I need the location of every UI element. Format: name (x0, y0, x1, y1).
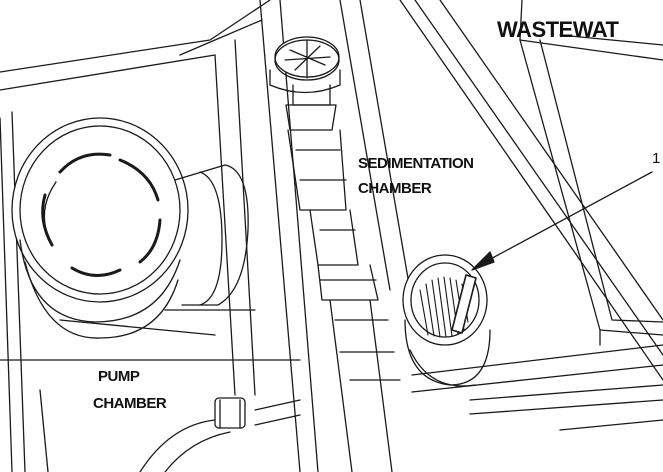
filter-canister (402, 254, 491, 387)
sedimentation-label-line1: SEDIMENTATION (358, 155, 474, 172)
diagram-title: WASTEWAT (497, 17, 619, 42)
callout-number: 1 (652, 150, 660, 167)
pump-label-line2: CHAMBER (93, 394, 167, 412)
callout-leader (471, 171, 653, 271)
float-valve (269, 36, 401, 472)
chamber-divider-wall (259, 0, 411, 472)
pump-head (11, 117, 189, 339)
pipe-clamp (139, 397, 301, 472)
sedimentation-chamber-label: SEDIMENTATION CHAMBER (358, 155, 474, 199)
tank-outer-wall (399, 0, 663, 431)
pump-elbow-pipe (59, 164, 256, 336)
pump-chamber-box (0, 0, 301, 472)
sedimentation-label-line2: CHAMBER (358, 179, 432, 197)
pump-label-line1: PUMP (98, 368, 140, 385)
filter-screen (419, 276, 469, 338)
pump-chamber-label: PUMP CHAMBER (93, 368, 167, 414)
